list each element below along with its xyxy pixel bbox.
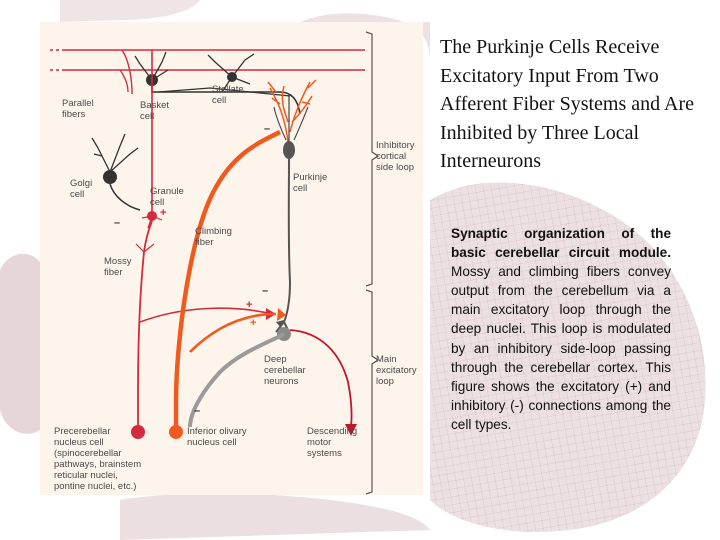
label-purkinje-cell: Purkinje cell xyxy=(293,172,328,194)
stellate-cell xyxy=(207,53,255,93)
circuit-drawing xyxy=(50,31,380,495)
label-main-excitatory-loop: Main excitatory loop xyxy=(376,354,417,387)
purkinje-dendrites xyxy=(267,79,317,144)
main-loop-bracket xyxy=(365,289,380,495)
label-precerebellar-nucleus-cell: Precerebellar nucleus cell (spinocerebel… xyxy=(54,426,142,492)
label-parallel-fibers: Parallel fibers xyxy=(62,98,94,120)
climbing-fiber xyxy=(173,129,286,430)
sign-minus-basket: – xyxy=(264,123,271,135)
sign-plus-granule: + xyxy=(160,207,167,219)
granule-cell xyxy=(141,50,163,229)
label-inferior-olivary-nucleus-cell: Inferior olivary nucleus cell xyxy=(187,426,247,448)
label-mossy-fiber: Mossy fiber xyxy=(104,256,132,278)
label-stellate-cell: Stellate cell xyxy=(212,84,244,106)
sign-minus-purkinje: – xyxy=(262,285,269,297)
sign-minus-deep: – xyxy=(194,405,201,417)
label-descending-motor-systems: Descending motor systems xyxy=(307,426,358,459)
label-basket-cell: Basket cell xyxy=(140,100,170,122)
background-shape-left xyxy=(0,253,40,434)
background-mesh-right xyxy=(430,182,706,532)
label-climbing-fiber: Climbing fiber xyxy=(195,226,232,248)
background-shape-bottom xyxy=(120,493,430,540)
nucleus-cells xyxy=(131,425,183,439)
background-shape-top-left xyxy=(60,0,200,22)
label-golgi-cell: Golgi cell xyxy=(70,178,93,200)
sign-minus-golgi: – xyxy=(114,217,121,229)
sign-plus-mossy: + xyxy=(246,299,253,311)
golgi-cell xyxy=(91,133,141,211)
label-inhibitory-side-loop: Inhibitory cortical side loop xyxy=(376,140,415,173)
parallel-fibers xyxy=(50,49,365,95)
mossy-fiber xyxy=(135,220,276,430)
inferior-olivary-cell xyxy=(169,425,183,439)
background-shape-top xyxy=(300,13,430,60)
figure-caption: Synaptic organization of the basic cereb… xyxy=(451,224,671,434)
sign-plus-climbing: + xyxy=(250,317,257,329)
cerebellar-circuit-diagram: Parallel fibers Basket cell Stellate cel… xyxy=(40,22,423,495)
caption-heading: Synaptic organization of the basic cereb… xyxy=(451,226,671,261)
inhibitory-loop-bracket xyxy=(365,31,380,287)
deep-nucleus-cell xyxy=(188,327,357,436)
label-granule-cell: Granule cell xyxy=(150,186,184,208)
slide-title: The Purkinje Cells Receive Excitatory In… xyxy=(440,36,695,172)
purkinje-cell-body xyxy=(275,141,295,335)
caption-body: Mossy and climbing fibers convey output … xyxy=(451,264,671,432)
precerebellar-cell xyxy=(131,425,145,439)
label-deep-cerebellar-neurons: Deep cerebellar neurons xyxy=(264,354,306,387)
